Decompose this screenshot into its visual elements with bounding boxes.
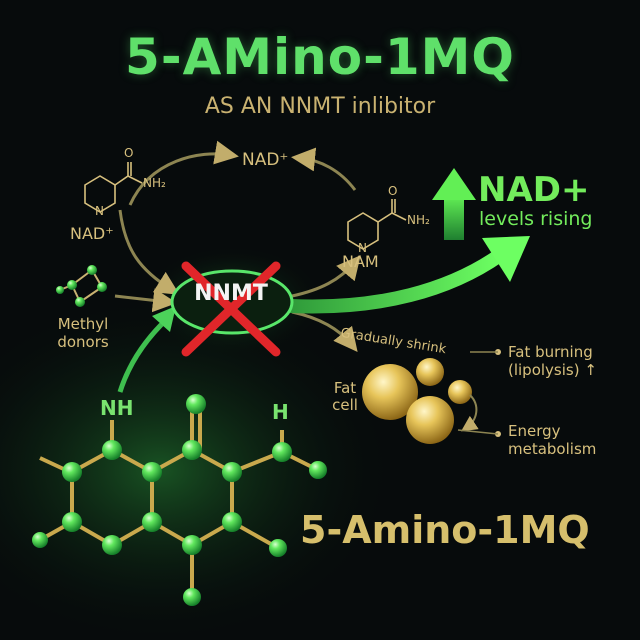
red-x-stroke-2 — [181, 261, 281, 357]
methyl-donors-label: Methyl donors — [57, 315, 109, 351]
fat-cell-label: Fat cell — [332, 379, 358, 414]
arc-nam-to-nad — [291, 147, 357, 191]
arc-nnmt-to-nam — [291, 255, 361, 298]
nnmt-label: NNMT — [194, 281, 268, 306]
leader-energy — [457, 429, 499, 435]
up-arrow-shaft — [444, 196, 464, 240]
methyl-donor-structure — [56, 265, 107, 307]
page-title: 5-AMino-1MQ — [125, 28, 515, 86]
nam-structure-right — [347, 199, 407, 250]
nad-rising-main: NAD+ — [478, 170, 590, 210]
nh2-right-label: NH₂ — [407, 213, 430, 227]
fat-cells — [362, 358, 472, 444]
page-subtitle: AS AN NNMT inlibitor — [204, 94, 436, 119]
fat-burning-label: Fat burning (lipolysis) ↑ — [508, 343, 597, 379]
arc-methyl-to-nnmt — [114, 288, 177, 313]
n-right-label: N — [358, 241, 367, 255]
arc-nnmt-to-fat — [291, 310, 358, 353]
energy-metabolism-label: Energy metabolism — [508, 422, 597, 458]
o-left-label: O — [124, 146, 134, 160]
up-arrow-head — [432, 168, 476, 200]
compound-name: 5-Amino-1MQ — [300, 508, 590, 552]
arc-nad-to-nnmt — [118, 209, 180, 295]
o-right-label: O — [388, 184, 398, 198]
nad-left-label: NAD⁺ — [70, 224, 114, 243]
nh2-left-label: NH₂ — [143, 176, 166, 190]
big-green-arrowhead — [482, 236, 530, 282]
arc-nad-to-top — [128, 140, 239, 206]
main-molecule-atoms — [32, 394, 327, 606]
molecule-h-label: H — [272, 400, 289, 424]
molecule-glow — [0, 300, 390, 640]
molecule-to-nnmt-arrowhead — [152, 306, 176, 332]
molecule-nh-label: NH — [100, 396, 134, 420]
n-left-label: N — [95, 204, 104, 218]
big-green-arrow — [283, 248, 507, 314]
shrink-arrow — [461, 394, 479, 432]
nad-structure-left — [84, 162, 143, 213]
nam-label: NAM — [342, 252, 379, 271]
nad-top-label: NAD⁺ — [242, 150, 289, 170]
nad-rising-sub: levels rising — [479, 208, 593, 230]
